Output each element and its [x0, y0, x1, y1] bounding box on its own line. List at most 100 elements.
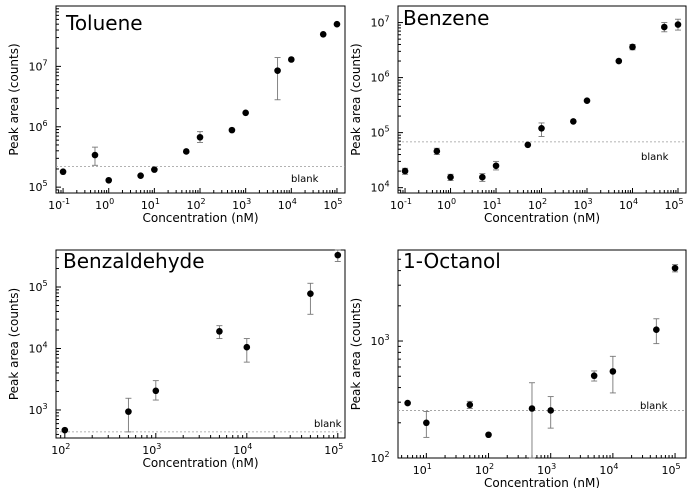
- data-point: [228, 126, 236, 134]
- data-point: [492, 162, 500, 170]
- y-tick-label: 103: [28, 402, 47, 417]
- x-tick-label: 104: [233, 442, 252, 457]
- x-tick-label: 10-1: [48, 197, 70, 212]
- x-axis-label: Concentration (nM): [142, 211, 258, 225]
- data-point: [404, 399, 411, 407]
- chart-title: Benzaldehyde: [63, 249, 205, 273]
- x-tick-label: 103: [142, 442, 161, 457]
- data-point: [59, 168, 67, 176]
- data-point: [423, 419, 430, 427]
- chart-title: Benzene: [403, 6, 489, 30]
- x-tick-label: 10-1: [390, 197, 412, 212]
- data-point: [547, 407, 554, 414]
- y-tick-label: 107: [370, 15, 389, 30]
- chart-panel-1: 10-1 100 101 102 103 104 105 104 105 106 107Concen…: [349, 5, 687, 225]
- data-point: [307, 290, 314, 297]
- data-point: [653, 326, 660, 333]
- y-tick-label: 105: [28, 279, 47, 294]
- chart-panel-0: 10-1 100 101 102 103 104 105 105 106 107Concentra…: [7, 5, 346, 225]
- data-point: [674, 21, 682, 28]
- x-tick-label: 103: [232, 197, 251, 212]
- x-axis-label: Concentration (nM): [142, 456, 258, 470]
- x-tick-label: 104: [619, 197, 638, 212]
- x-tick-label: 102: [528, 197, 547, 212]
- blank-label: blank: [291, 174, 319, 185]
- x-axis-label: Concentration (nM): [484, 476, 600, 488]
- y-axis-label: Peak area (counts): [7, 43, 21, 155]
- data-point: [433, 147, 441, 155]
- plot-frame: [55, 249, 346, 439]
- x-tick-label: 105: [662, 462, 681, 477]
- x-tick-label: 102: [475, 462, 494, 477]
- y-tick-label: 105: [28, 179, 47, 194]
- data-point: [447, 173, 454, 181]
- data-point: [590, 372, 598, 380]
- data-point: [61, 426, 69, 434]
- y-tick-label: 104: [28, 340, 47, 355]
- x-tick-label: 100: [95, 197, 114, 212]
- blank-label: blank: [640, 401, 668, 412]
- x-axis-label: Concentration (nM): [484, 211, 600, 225]
- y-axis-label: Peak area (counts): [349, 298, 363, 410]
- data-point: [288, 56, 295, 63]
- x-tick-label: 105: [664, 197, 683, 212]
- data-point: [151, 166, 158, 173]
- data-point: [125, 408, 132, 415]
- data-point: [609, 368, 617, 375]
- data-point: [105, 176, 113, 184]
- x-tick-label: 105: [324, 442, 343, 457]
- y-tick-label: 105: [370, 125, 389, 140]
- y-tick-label: 106: [370, 70, 389, 85]
- data-point: [479, 173, 486, 181]
- data-point: [524, 141, 532, 149]
- y-tick-label: 102: [370, 450, 389, 465]
- data-point: [196, 133, 204, 141]
- data-point: [528, 405, 536, 412]
- x-tick-label: 100: [437, 197, 456, 212]
- chart-title: 1-Octanol: [403, 249, 501, 273]
- y-tick-label: 107: [28, 58, 47, 73]
- data-point: [243, 343, 251, 351]
- plot-frame: [397, 249, 687, 459]
- data-point: [538, 124, 545, 132]
- data-point: [570, 118, 577, 125]
- data-point: [671, 264, 679, 272]
- data-point: [401, 167, 409, 175]
- data-point: [137, 172, 144, 179]
- data-point: [274, 67, 281, 74]
- y-tick-label: 104: [370, 180, 389, 195]
- data-point: [485, 431, 492, 439]
- data-point: [660, 23, 668, 31]
- data-point: [319, 30, 327, 38]
- data-point: [242, 109, 249, 117]
- x-tick-label: 104: [599, 462, 618, 477]
- data-point: [583, 97, 591, 105]
- blank-label: blank: [314, 419, 342, 430]
- y-tick-label: 103: [370, 333, 389, 348]
- plot-frame: [397, 5, 687, 194]
- data-point: [152, 387, 160, 395]
- y-axis-label: Peak area (counts): [7, 288, 21, 400]
- blank-label: blank: [641, 152, 669, 163]
- data-point: [182, 148, 190, 155]
- data-point: [333, 20, 341, 28]
- data-point: [615, 57, 623, 65]
- x-tick-label: 103: [573, 197, 592, 212]
- data-point: [466, 401, 474, 409]
- x-tick-label: 105: [323, 197, 342, 212]
- data-point: [216, 328, 223, 335]
- y-axis-label: Peak area (counts): [349, 43, 363, 155]
- data-point: [334, 251, 342, 259]
- y-tick-label: 106: [28, 119, 47, 134]
- data-point: [629, 43, 636, 51]
- x-tick-label: 101: [141, 197, 160, 212]
- x-tick-label: 101: [413, 462, 432, 477]
- x-tick-label: 101: [482, 197, 501, 212]
- x-tick-label: 102: [186, 197, 205, 212]
- x-tick-label: 102: [51, 442, 70, 457]
- x-tick-label: 104: [278, 197, 297, 212]
- x-tick-label: 103: [537, 462, 556, 477]
